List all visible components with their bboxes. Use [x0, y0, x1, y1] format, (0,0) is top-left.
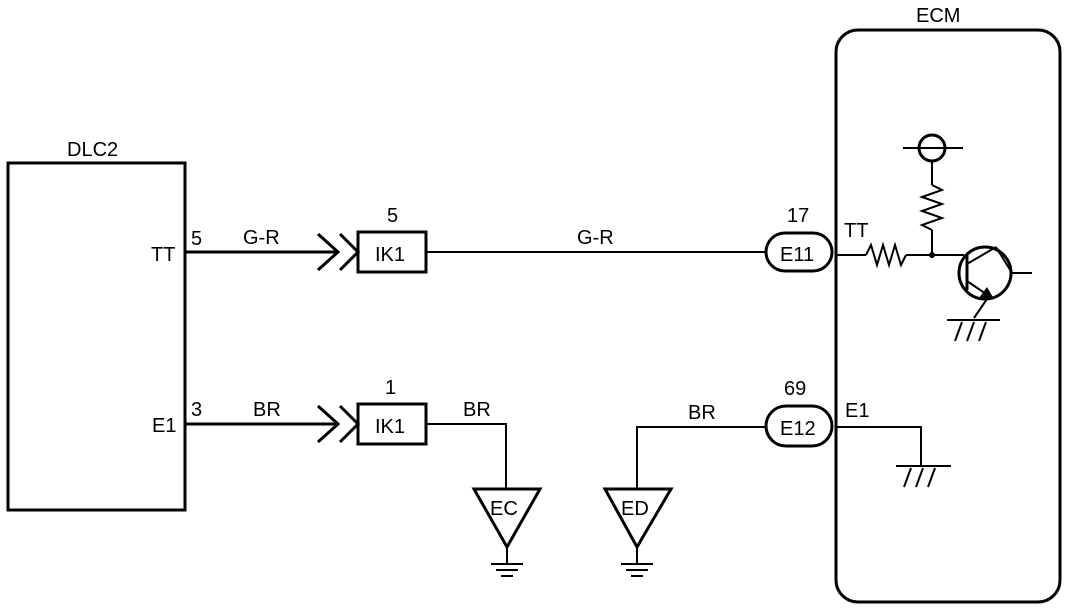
- wire-label-br-right: BR: [688, 402, 716, 424]
- dlc2-box: [6, 161, 187, 512]
- wire-br-ik1-to-ec: [426, 423, 507, 489]
- ecm-box: [834, 28, 1062, 604]
- ecm-block: ECM TT E1: [834, 5, 1062, 604]
- wire-br-e12-to-ed: [636, 426, 765, 489]
- dlc2-title: DLC2: [67, 139, 118, 161]
- ground-ec-triangle: [471, 487, 543, 551]
- connector-e11-name: E11: [780, 244, 814, 266]
- tt-circuit: G-R IK1 5 G-R E11 17: [185, 205, 834, 274]
- wire-label-br-mid: BR: [463, 399, 491, 421]
- ecm-transistor-ground-icon: [947, 319, 1000, 342]
- ground-ec-label: EC: [490, 498, 518, 520]
- dlc2-terminal-e1: E1: [152, 415, 176, 437]
- connector-chevron-female-2: [338, 404, 361, 444]
- ecm-title: ECM: [916, 5, 960, 27]
- wire-label-gr-left: G-R: [243, 227, 280, 249]
- connector-e12-name: E12: [780, 418, 816, 440]
- wire-label-br-left: BR: [253, 399, 281, 421]
- ecm-supply-icon: [903, 133, 963, 163]
- wire-label-gr-mid: G-R: [577, 227, 614, 249]
- connector-chevron-male-2: [316, 404, 341, 444]
- ecm-e1-ground-wire: [836, 426, 922, 466]
- ecm-e1-ground-icon: [896, 465, 951, 488]
- connector-chevron-female: [338, 232, 361, 272]
- connector-chevron-male: [316, 232, 341, 272]
- connector-e11: [764, 231, 834, 273]
- dlc2-pin-tt: 5: [191, 228, 202, 250]
- connector-ik1-top-name: IK1: [375, 244, 405, 266]
- connector-ik1-bottom-pin: 1: [385, 377, 396, 399]
- ecm-transistor-icon: [957, 245, 1032, 319]
- dlc2-block: DLC2 TT E1 5 3: [6, 139, 202, 512]
- ground-ed-label: ED: [621, 498, 649, 520]
- connector-e12: [764, 404, 834, 448]
- ecm-terminal-tt: TT: [844, 220, 868, 242]
- ground-ed-triangle: [602, 487, 674, 551]
- ecm-terminal-e1: E1: [845, 400, 869, 422]
- connector-e11-pin: 17: [787, 205, 809, 227]
- dlc2-terminal-tt: TT: [151, 244, 175, 266]
- e1-circuit: BR IK1 1 BR EC BR ED E12 69: [185, 377, 834, 577]
- connector-ik1-bottom-name: IK1: [375, 416, 405, 438]
- ecm-tt-resistor-series: [865, 241, 907, 269]
- dlc2-pin-e1: 3: [191, 399, 202, 421]
- connector-e12-pin: 69: [784, 378, 806, 400]
- connector-ik1-top-pin: 5: [387, 205, 398, 227]
- ecm-pullup-resistor: [918, 184, 946, 231]
